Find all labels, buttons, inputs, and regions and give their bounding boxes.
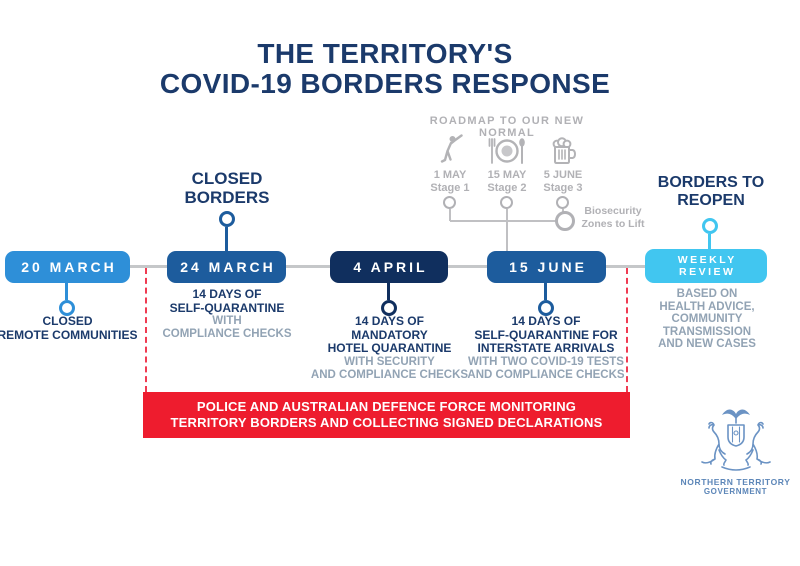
event-description-line: REMOTE COMMUNITIES — [0, 327, 138, 342]
stage-date: 5 JUNE — [543, 169, 583, 181]
stage-1-stub-line — [449, 209, 451, 221]
stage-name: Stage 3 — [543, 182, 583, 194]
event-description-line: WITH TWO COVID-19 TESTS — [468, 355, 624, 368]
borders-to-reopen-line1: BORDERS TO — [657, 174, 765, 191]
cutlery-plate-icon — [487, 132, 527, 166]
timeline-pill-weekly-review: WEEKLY REVIEW — [645, 249, 767, 283]
biosecurity-note-line1: Biosecurity — [584, 205, 642, 217]
borders-to-reopen-label: BORDERS TO REOPEN — [636, 174, 786, 211]
biosecurity-note-line2: Zones to Lift — [581, 217, 645, 230]
event-description-line: WITH SECURITY — [344, 355, 435, 368]
timeline-pill-20-march: 20 MARCH — [5, 251, 130, 283]
page-title: THE TERRITORY'S COVID-19 BORDERS RESPONS… — [0, 39, 770, 99]
timeline-pill-15-june: 15 JUNE — [487, 251, 606, 283]
event-connector-20-march — [65, 283, 68, 300]
closed-borders-line1: CLOSED — [191, 169, 263, 188]
event-description-line: COMPLIANCE CHECKS — [162, 328, 292, 340]
event-description-line: AND COMPLIANCE CHECKS — [467, 368, 625, 381]
stage-2-stub-line — [506, 209, 508, 221]
event-description-line: SELF-QUARANTINE — [169, 300, 285, 315]
stage-date: 1 MAY — [433, 169, 467, 181]
roadmap-heading: ROADMAP TO OUR NEW NORMAL — [429, 115, 585, 139]
closed-borders-line2: BORDERS — [184, 188, 270, 208]
timeline-pill-date: 20 MARCH — [21, 259, 117, 275]
event-description-line: 14 DAYS OF — [355, 314, 424, 328]
closed-borders-label: CLOSED BORDERS — [152, 169, 302, 207]
timeline-pill-date-line1: WEEKLY — [677, 254, 737, 266]
timeline-pill-4-april: 4 APRIL — [330, 251, 448, 283]
event-description-line: INTERSTATE ARRIVALS — [477, 341, 615, 355]
roadmap-stage-2: 15 MAY Stage 2 — [477, 132, 537, 195]
biosecurity-note: Biosecurity Zones to Lift — [570, 205, 656, 230]
event-description-4-april: 14 DAYS OF MANDATORY HOTEL QUARANTINE WI… — [302, 314, 477, 382]
roadmap-stage-1: 1 MAY Stage 1 — [420, 132, 480, 195]
event-connector-15-june — [544, 283, 547, 300]
logo-org-line2: GOVERNMENT — [703, 487, 768, 496]
borders-to-reopen-node — [702, 218, 718, 234]
page-title-line1: THE TERRITORY'S — [257, 38, 513, 69]
event-description-weekly-review: BASED ON HEALTH ADVICE, COMMUNITY TRANSM… — [637, 288, 777, 351]
closed-borders-connector — [225, 227, 228, 251]
borders-to-reopen-connector — [708, 234, 711, 250]
event-description-line: SELF-QUARANTINE FOR — [474, 327, 618, 342]
event-node-20-march — [59, 300, 75, 316]
event-description-line: 14 DAYS OF — [511, 314, 581, 328]
logo-org-name: NORTHERN TERRITORY GOVERNMENT — [678, 477, 793, 497]
event-description-line: AND COMPLIANCE CHECKS — [310, 368, 469, 381]
banner-line2: TERRITORY BORDERS AND COLLECTING SIGNED … — [170, 415, 603, 430]
event-description-line: BASED ON — [676, 288, 738, 300]
event-description-line: MANDATORY — [351, 327, 428, 342]
event-description-line: WITH — [212, 315, 242, 327]
page-title-line2: COVID-19 BORDERS RESPONSE — [159, 67, 611, 99]
monitoring-range-dash-left — [145, 268, 147, 392]
stage-2-node — [500, 196, 513, 209]
stage-name: Stage 2 — [487, 182, 527, 194]
event-description-line: HEALTH ADVICE, — [659, 300, 755, 313]
biosecurity-node — [555, 211, 575, 231]
event-description-line: CLOSED — [42, 314, 93, 328]
borders-to-reopen-line2: REOPEN — [677, 192, 745, 210]
event-connector-4-april — [387, 283, 390, 300]
event-description-line: AND NEW CASES — [658, 338, 756, 350]
stage-3-node — [556, 196, 569, 209]
beer-mug-icon — [548, 132, 578, 166]
roadmap-stage-3: 5 JUNE Stage 3 — [533, 132, 593, 195]
event-description-line: TRANSMISSION — [662, 325, 752, 338]
nt-coat-of-arms-icon — [678, 402, 793, 478]
event-description-line: COMMUNITY — [671, 313, 743, 325]
banner-line1: POLICE AND AUSTRALIAN DEFENCE FORCE MONI… — [196, 399, 577, 414]
event-description-line: 14 DAYS OF — [192, 287, 262, 301]
closed-borders-node — [219, 211, 235, 227]
event-node-4-april — [381, 300, 397, 316]
event-description-24-march: 14 DAYS OF SELF-QUARANTINE WITH COMPLIAN… — [142, 287, 312, 341]
event-description-20-march: CLOSED REMOTE COMMUNITIES — [0, 314, 145, 342]
timeline-pill-date: 4 APRIL — [353, 259, 428, 275]
event-description-15-june: 14 DAYS OF SELF-QUARANTINE FOR INTERSTAT… — [451, 314, 641, 382]
stage-date: 15 MAY — [487, 169, 527, 181]
event-description-line: HOTEL QUARANTINE — [327, 341, 452, 355]
roadmap-stem-line — [506, 220, 508, 252]
timeline-pill-date-line2: REVIEW — [679, 266, 736, 278]
police-monitoring-banner: POLICE AND AUSTRALIAN DEFENCE FORCE MONI… — [143, 392, 630, 438]
nt-government-logo: NORTHERN TERRITORY GOVERNMENT — [678, 402, 793, 496]
stage-1-node — [443, 196, 456, 209]
event-node-15-june — [538, 300, 554, 316]
timeline-pill-24-march: 24 MARCH — [167, 251, 286, 283]
golfer-icon — [435, 132, 465, 166]
logo-org-line1: NORTHERN TERRITORY — [680, 477, 791, 487]
timeline-pill-date: 24 MARCH — [180, 259, 276, 275]
monitoring-range-dash-right — [626, 268, 628, 392]
stage-name: Stage 1 — [430, 182, 470, 194]
timeline-pill-date: 15 JUNE — [509, 259, 587, 275]
